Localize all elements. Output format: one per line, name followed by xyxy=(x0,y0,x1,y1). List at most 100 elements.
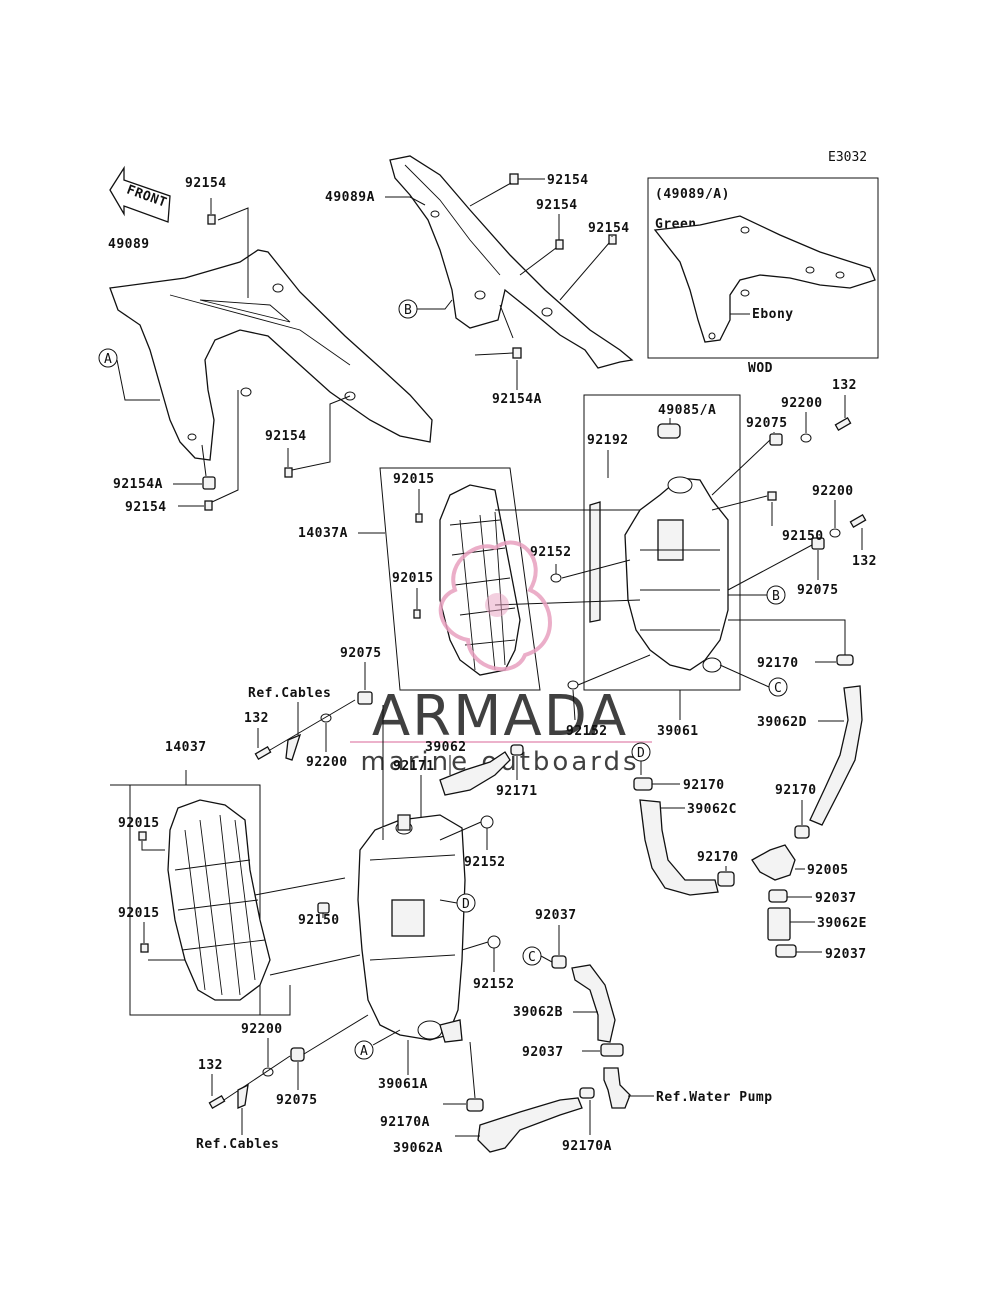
label-92192: 92192 xyxy=(587,433,629,448)
label-92170A-a: 92170A xyxy=(380,1115,430,1130)
label-132-d: 132 xyxy=(198,1058,223,1073)
label-92154-a: 92154 xyxy=(185,176,227,191)
label-132-b: 132 xyxy=(852,554,877,569)
tee-joint-92005-part xyxy=(751,844,796,881)
screw-icon xyxy=(140,943,149,953)
label-14037A: 14037A xyxy=(298,526,348,541)
upper-radiator-guard-part xyxy=(439,484,521,676)
label-132-c: 132 xyxy=(244,711,269,726)
label-49085A: 49085/A xyxy=(658,403,716,418)
bushing-icon xyxy=(811,537,825,550)
overflow-hose-part xyxy=(589,501,601,623)
grommet-icon xyxy=(487,935,501,949)
bolt-icon xyxy=(509,173,519,185)
label-92170A-b: 92170A xyxy=(562,1139,612,1154)
label-39062B: 39062B xyxy=(513,1005,563,1020)
screw-icon xyxy=(413,609,421,619)
callout-a-lower: A xyxy=(360,1044,368,1059)
hose-clamp-icon xyxy=(579,1087,595,1099)
hose-clamp-icon xyxy=(633,777,653,791)
callout-c-lower: C xyxy=(528,950,536,965)
label-92015-c: 92015 xyxy=(118,816,160,831)
watermark-logo xyxy=(438,540,552,672)
hose-clamp-icon xyxy=(600,1043,624,1057)
label-ref-cables-b: Ref.Cables xyxy=(196,1137,279,1152)
inset-title: (49089/A) xyxy=(655,187,730,202)
label-ref-water-pump: Ref.Water Pump xyxy=(656,1090,773,1105)
cable-tie-icon xyxy=(237,1083,249,1109)
nut-icon xyxy=(202,476,216,490)
callout-b-right: B xyxy=(772,589,780,604)
label-92154A-a: 92154A xyxy=(113,477,163,492)
label-ref-cables-a: Ref.Cables xyxy=(248,686,331,701)
bolt-icon xyxy=(767,491,777,501)
grommet-icon xyxy=(480,815,494,829)
bolt-icon xyxy=(284,467,293,478)
right-radiator-part xyxy=(624,476,729,673)
label-39061A: 39061A xyxy=(378,1077,428,1092)
label-92150-b: 92150 xyxy=(298,913,340,928)
label-92005: 92005 xyxy=(807,863,849,878)
label-92171-b: 92171 xyxy=(496,784,538,799)
label-92037-c: 92037 xyxy=(815,891,857,906)
watermark-propeller-icon xyxy=(438,540,552,672)
hose-39062D-part xyxy=(809,685,863,826)
label-92037-a: 92037 xyxy=(535,908,577,923)
inset-color-ebony: Ebony xyxy=(752,307,794,322)
label-92154-c: 92154 xyxy=(125,500,167,515)
label-39062C: 39062C xyxy=(687,802,737,817)
hose-39062B-part xyxy=(571,964,616,1043)
left-radiator-part xyxy=(357,814,466,1043)
label-92037-b: 92037 xyxy=(522,1045,564,1060)
label-92170-c: 92170 xyxy=(697,850,739,865)
hose-clamp-icon xyxy=(768,889,788,903)
hose-clamp-icon xyxy=(794,825,810,839)
label-92152-a: 92152 xyxy=(530,545,572,560)
bolt-icon xyxy=(512,347,522,359)
callout-b-upper: B xyxy=(404,303,412,318)
label-92200-b: 92200 xyxy=(812,484,854,499)
screw-icon xyxy=(415,513,423,523)
label-39062D: 39062D xyxy=(757,715,807,730)
callout-d-left: D xyxy=(462,897,470,912)
hose-clamp-icon xyxy=(717,871,735,887)
callout-a-left: A xyxy=(104,352,112,367)
label-92075-a: 92075 xyxy=(746,416,788,431)
label-132-a: 132 xyxy=(832,378,857,393)
label-39062: 39062 xyxy=(425,740,467,755)
label-39062E: 39062E xyxy=(817,916,867,931)
label-92154-b: 92154 xyxy=(265,429,307,444)
radiator-core-grid xyxy=(657,519,684,561)
grommet-icon xyxy=(550,573,562,583)
inset-caption: WOD xyxy=(748,361,773,376)
bushing-icon xyxy=(290,1047,305,1062)
label-92150-a: 92150 xyxy=(782,529,824,544)
label-39062A: 39062A xyxy=(393,1141,443,1156)
bushing-icon xyxy=(769,433,783,446)
label-92075-d: 92075 xyxy=(276,1093,318,1108)
label-92015-b: 92015 xyxy=(392,571,434,586)
water-pump-fitting-part xyxy=(603,1067,631,1109)
hose-clamp-icon xyxy=(510,744,524,756)
label-14037: 14037 xyxy=(165,740,207,755)
label-92075-b: 92075 xyxy=(797,583,839,598)
callout-d-right: D xyxy=(637,746,645,761)
hose-clamp-icon xyxy=(775,944,797,958)
label-92154-f: 92154 xyxy=(588,221,630,236)
small-hose-39062-part xyxy=(439,751,511,796)
front-arrow-icon: FRONT xyxy=(109,165,171,223)
washer-icon xyxy=(800,433,812,443)
label-92075-c: 92075 xyxy=(340,646,382,661)
label-39061: 39061 xyxy=(657,724,699,739)
nut-icon xyxy=(317,902,330,914)
label-49089A: 49089A xyxy=(325,190,375,205)
label-92154-d: 92154 xyxy=(547,173,589,188)
hose-clamp-icon xyxy=(836,654,854,666)
label-92170-d: 92170 xyxy=(775,783,817,798)
bolt-icon xyxy=(207,214,216,225)
hose-39062C-part xyxy=(639,799,719,896)
label-92154-e: 92154 xyxy=(536,198,578,213)
bolt-icon xyxy=(555,239,564,250)
